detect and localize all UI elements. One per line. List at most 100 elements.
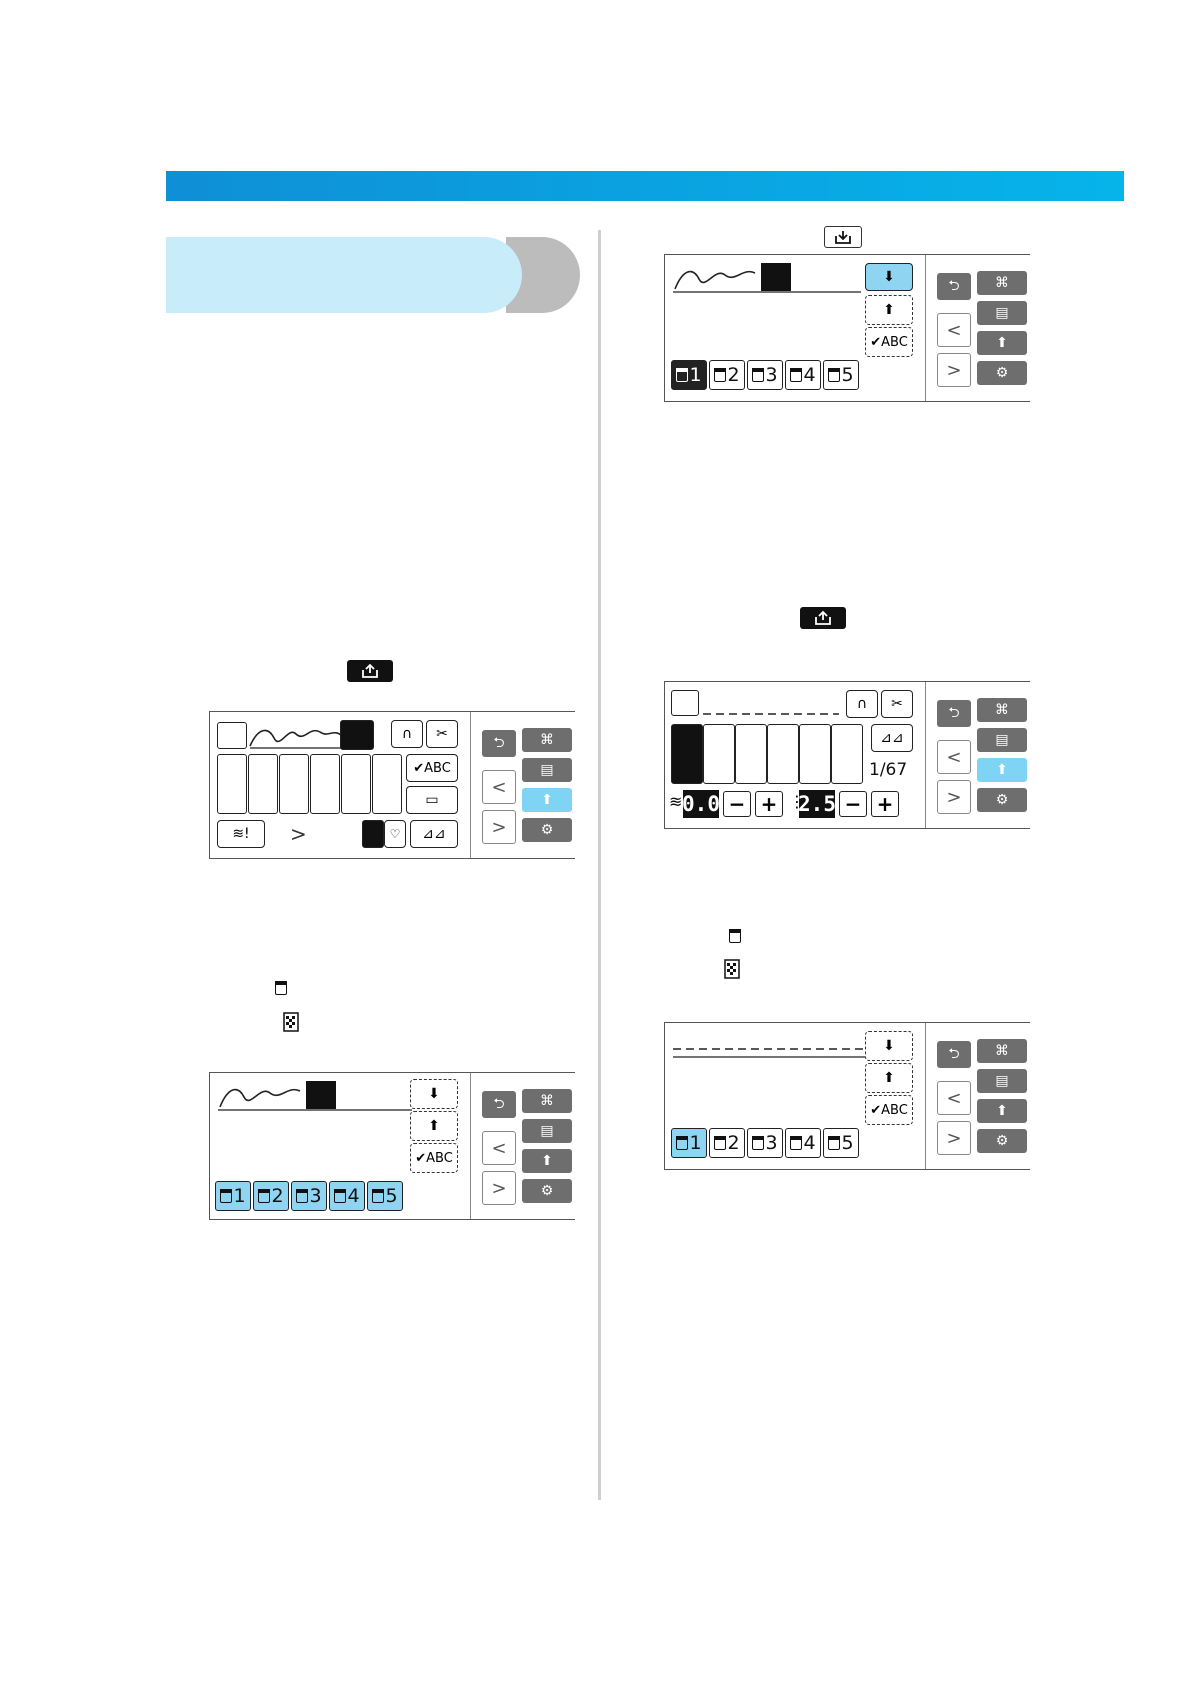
back-button[interactable]: ⮌ xyxy=(482,1091,516,1118)
list-button[interactable]: ▤ xyxy=(522,758,572,782)
alphabet-button[interactable]: ⌘ xyxy=(522,1089,572,1113)
stitch-cell-2[interactable] xyxy=(248,754,278,814)
memory-pocket-3[interactable]: 3 xyxy=(747,1128,783,1158)
width-plus-button[interactable]: + xyxy=(755,791,783,817)
width-minus-button[interactable]: − xyxy=(723,791,751,817)
alphabet-button[interactable]: ⌘ xyxy=(977,271,1027,295)
retrieve-check-button[interactable]: ✔ABC xyxy=(865,327,913,357)
memory-button[interactable]: ⬆ xyxy=(522,788,572,812)
next-arrow-button[interactable]: > xyxy=(937,780,971,814)
length-minus-button[interactable]: − xyxy=(839,791,867,817)
save-to-memory-button[interactable]: ⬇ xyxy=(865,1031,913,1061)
length-plus-button[interactable]: + xyxy=(871,791,899,817)
memory-pocket-2[interactable]: 2 xyxy=(253,1181,289,1211)
back-button[interactable]: ⮌ xyxy=(937,700,971,727)
stitch-cell-1[interactable] xyxy=(217,754,247,814)
settings-button[interactable]: ⚙ xyxy=(522,818,572,842)
retrieve-from-memory-button[interactable]: ⬆ xyxy=(410,1111,458,1141)
cut-thread-button[interactable]: ✂ xyxy=(426,720,458,748)
stitch-cell-5[interactable] xyxy=(341,754,371,814)
next-arrow-button[interactable]: > xyxy=(937,353,971,387)
stitch-cell-3[interactable] xyxy=(279,754,309,814)
stitch-cell-2[interactable] xyxy=(703,724,735,784)
pocket-icon xyxy=(258,1189,271,1203)
retrieve-from-memory-button[interactable]: ⬆ xyxy=(865,1063,913,1093)
width-value: 0.0 xyxy=(682,790,720,818)
reverse-stitch-button[interactable]: ∩ xyxy=(846,690,878,718)
settings-button[interactable]: ⚙ xyxy=(977,1129,1027,1153)
back-button[interactable]: ⮌ xyxy=(482,730,516,757)
stitch-cell-3[interactable] xyxy=(735,724,767,784)
eraser-button[interactable]: ▭ xyxy=(406,786,458,814)
memory-pocket-1[interactable]: 1 xyxy=(671,360,707,390)
pocket-icon xyxy=(275,981,287,995)
memory-pocket-5[interactable]: 5 xyxy=(823,360,859,390)
back-button[interactable]: ⮌ xyxy=(937,1041,971,1068)
pattern-next-arrow[interactable]: > xyxy=(290,822,307,846)
reverse-stitch-button[interactable]: ∩ xyxy=(391,720,423,748)
stitch-cell-1[interactable] xyxy=(671,724,703,784)
pocket-icon-right xyxy=(729,929,741,943)
check-abc-button[interactable]: ✔ABC xyxy=(406,754,458,782)
bottom-left-button[interactable]: ≋! xyxy=(217,820,265,848)
memory-button[interactable]: ⬆ xyxy=(977,758,1027,782)
prev-arrow-button[interactable]: < xyxy=(482,1131,516,1165)
settings-button[interactable]: ⚙ xyxy=(522,1179,572,1203)
stitch-cell-4[interactable] xyxy=(767,724,799,784)
lcd-side-panel: ⮌ < > ⌘ ▤ ⬆ ⚙ xyxy=(927,682,1030,828)
prev-arrow-button[interactable]: < xyxy=(937,740,971,774)
retrieve-check-button[interactable]: ✔ABC xyxy=(410,1143,458,1173)
memory-pocket-3[interactable]: 3 xyxy=(747,360,783,390)
next-arrow-button[interactable]: > xyxy=(482,1171,516,1205)
stitch-cell-4[interactable] xyxy=(310,754,340,814)
memory-pocket-2[interactable]: 2 xyxy=(709,360,745,390)
memory-button[interactable]: ⬆ xyxy=(522,1149,572,1173)
back-button[interactable]: ⮌ xyxy=(937,273,971,300)
pocket-icon xyxy=(752,368,765,382)
memory-pocket-1[interactable]: 1 xyxy=(215,1181,251,1211)
retrieve-check-button[interactable]: ✔ABC xyxy=(865,1095,913,1125)
list-button[interactable]: ▤ xyxy=(522,1119,572,1143)
retrieve-from-memory-button[interactable]: ⬆ xyxy=(865,295,913,325)
memory-pocket-4[interactable]: 4 xyxy=(785,360,821,390)
alphabet-button[interactable]: ⌘ xyxy=(522,728,572,752)
settings-button[interactable]: ⚙ xyxy=(977,361,1027,385)
memory-button[interactable]: ⬆ xyxy=(977,331,1027,355)
heart-outline-button[interactable]: ♡ xyxy=(384,820,406,848)
memory-pocket-icon-right xyxy=(815,610,831,625)
list-button[interactable]: ▤ xyxy=(977,301,1027,325)
memory-button[interactable]: ⬆ xyxy=(977,1099,1027,1123)
memory-pocket-5[interactable]: 5 xyxy=(367,1181,403,1211)
mirror-button[interactable]: ⊿⊿ xyxy=(410,820,458,848)
pocket-icon xyxy=(714,1136,727,1150)
stitch-cell-6[interactable] xyxy=(831,724,863,784)
memory-pocket-4[interactable]: 4 xyxy=(785,1128,821,1158)
prev-arrow-button[interactable]: < xyxy=(482,770,516,804)
memory-pocket-2[interactable]: 2 xyxy=(709,1128,745,1158)
category-tab-icon[interactable] xyxy=(217,722,247,749)
memory-pocket-3[interactable]: 3 xyxy=(291,1181,327,1211)
pocket-icon xyxy=(676,368,689,382)
save-to-memory-button[interactable]: ⬇ xyxy=(865,263,913,291)
stitch-cell-6[interactable] xyxy=(372,754,402,814)
cut-thread-button[interactable]: ✂ xyxy=(881,690,913,718)
pattern-selected[interactable] xyxy=(340,720,374,750)
alphabet-button[interactable]: ⌘ xyxy=(977,1039,1027,1063)
memory-pocket-1[interactable]: 1 xyxy=(671,1128,707,1158)
save-to-memory-button[interactable]: ⬇ xyxy=(410,1079,458,1109)
next-arrow-button[interactable]: > xyxy=(937,1121,971,1155)
pocket-icon xyxy=(828,368,841,382)
mirror-button[interactable]: ⊿⊿ xyxy=(871,724,913,752)
list-button[interactable]: ▤ xyxy=(977,728,1027,752)
settings-button[interactable]: ⚙ xyxy=(977,788,1027,812)
list-button[interactable]: ▤ xyxy=(977,1069,1027,1093)
pocket-icon xyxy=(296,1189,309,1203)
memory-pocket-5[interactable]: 5 xyxy=(823,1128,859,1158)
prev-arrow-button[interactable]: < xyxy=(937,1081,971,1115)
prev-arrow-button[interactable]: < xyxy=(937,313,971,347)
heart-selected[interactable] xyxy=(362,820,384,848)
alphabet-button[interactable]: ⌘ xyxy=(977,698,1027,722)
next-arrow-button[interactable]: > xyxy=(482,810,516,844)
stitch-cell-5[interactable] xyxy=(799,724,831,784)
memory-pocket-4[interactable]: 4 xyxy=(329,1181,365,1211)
